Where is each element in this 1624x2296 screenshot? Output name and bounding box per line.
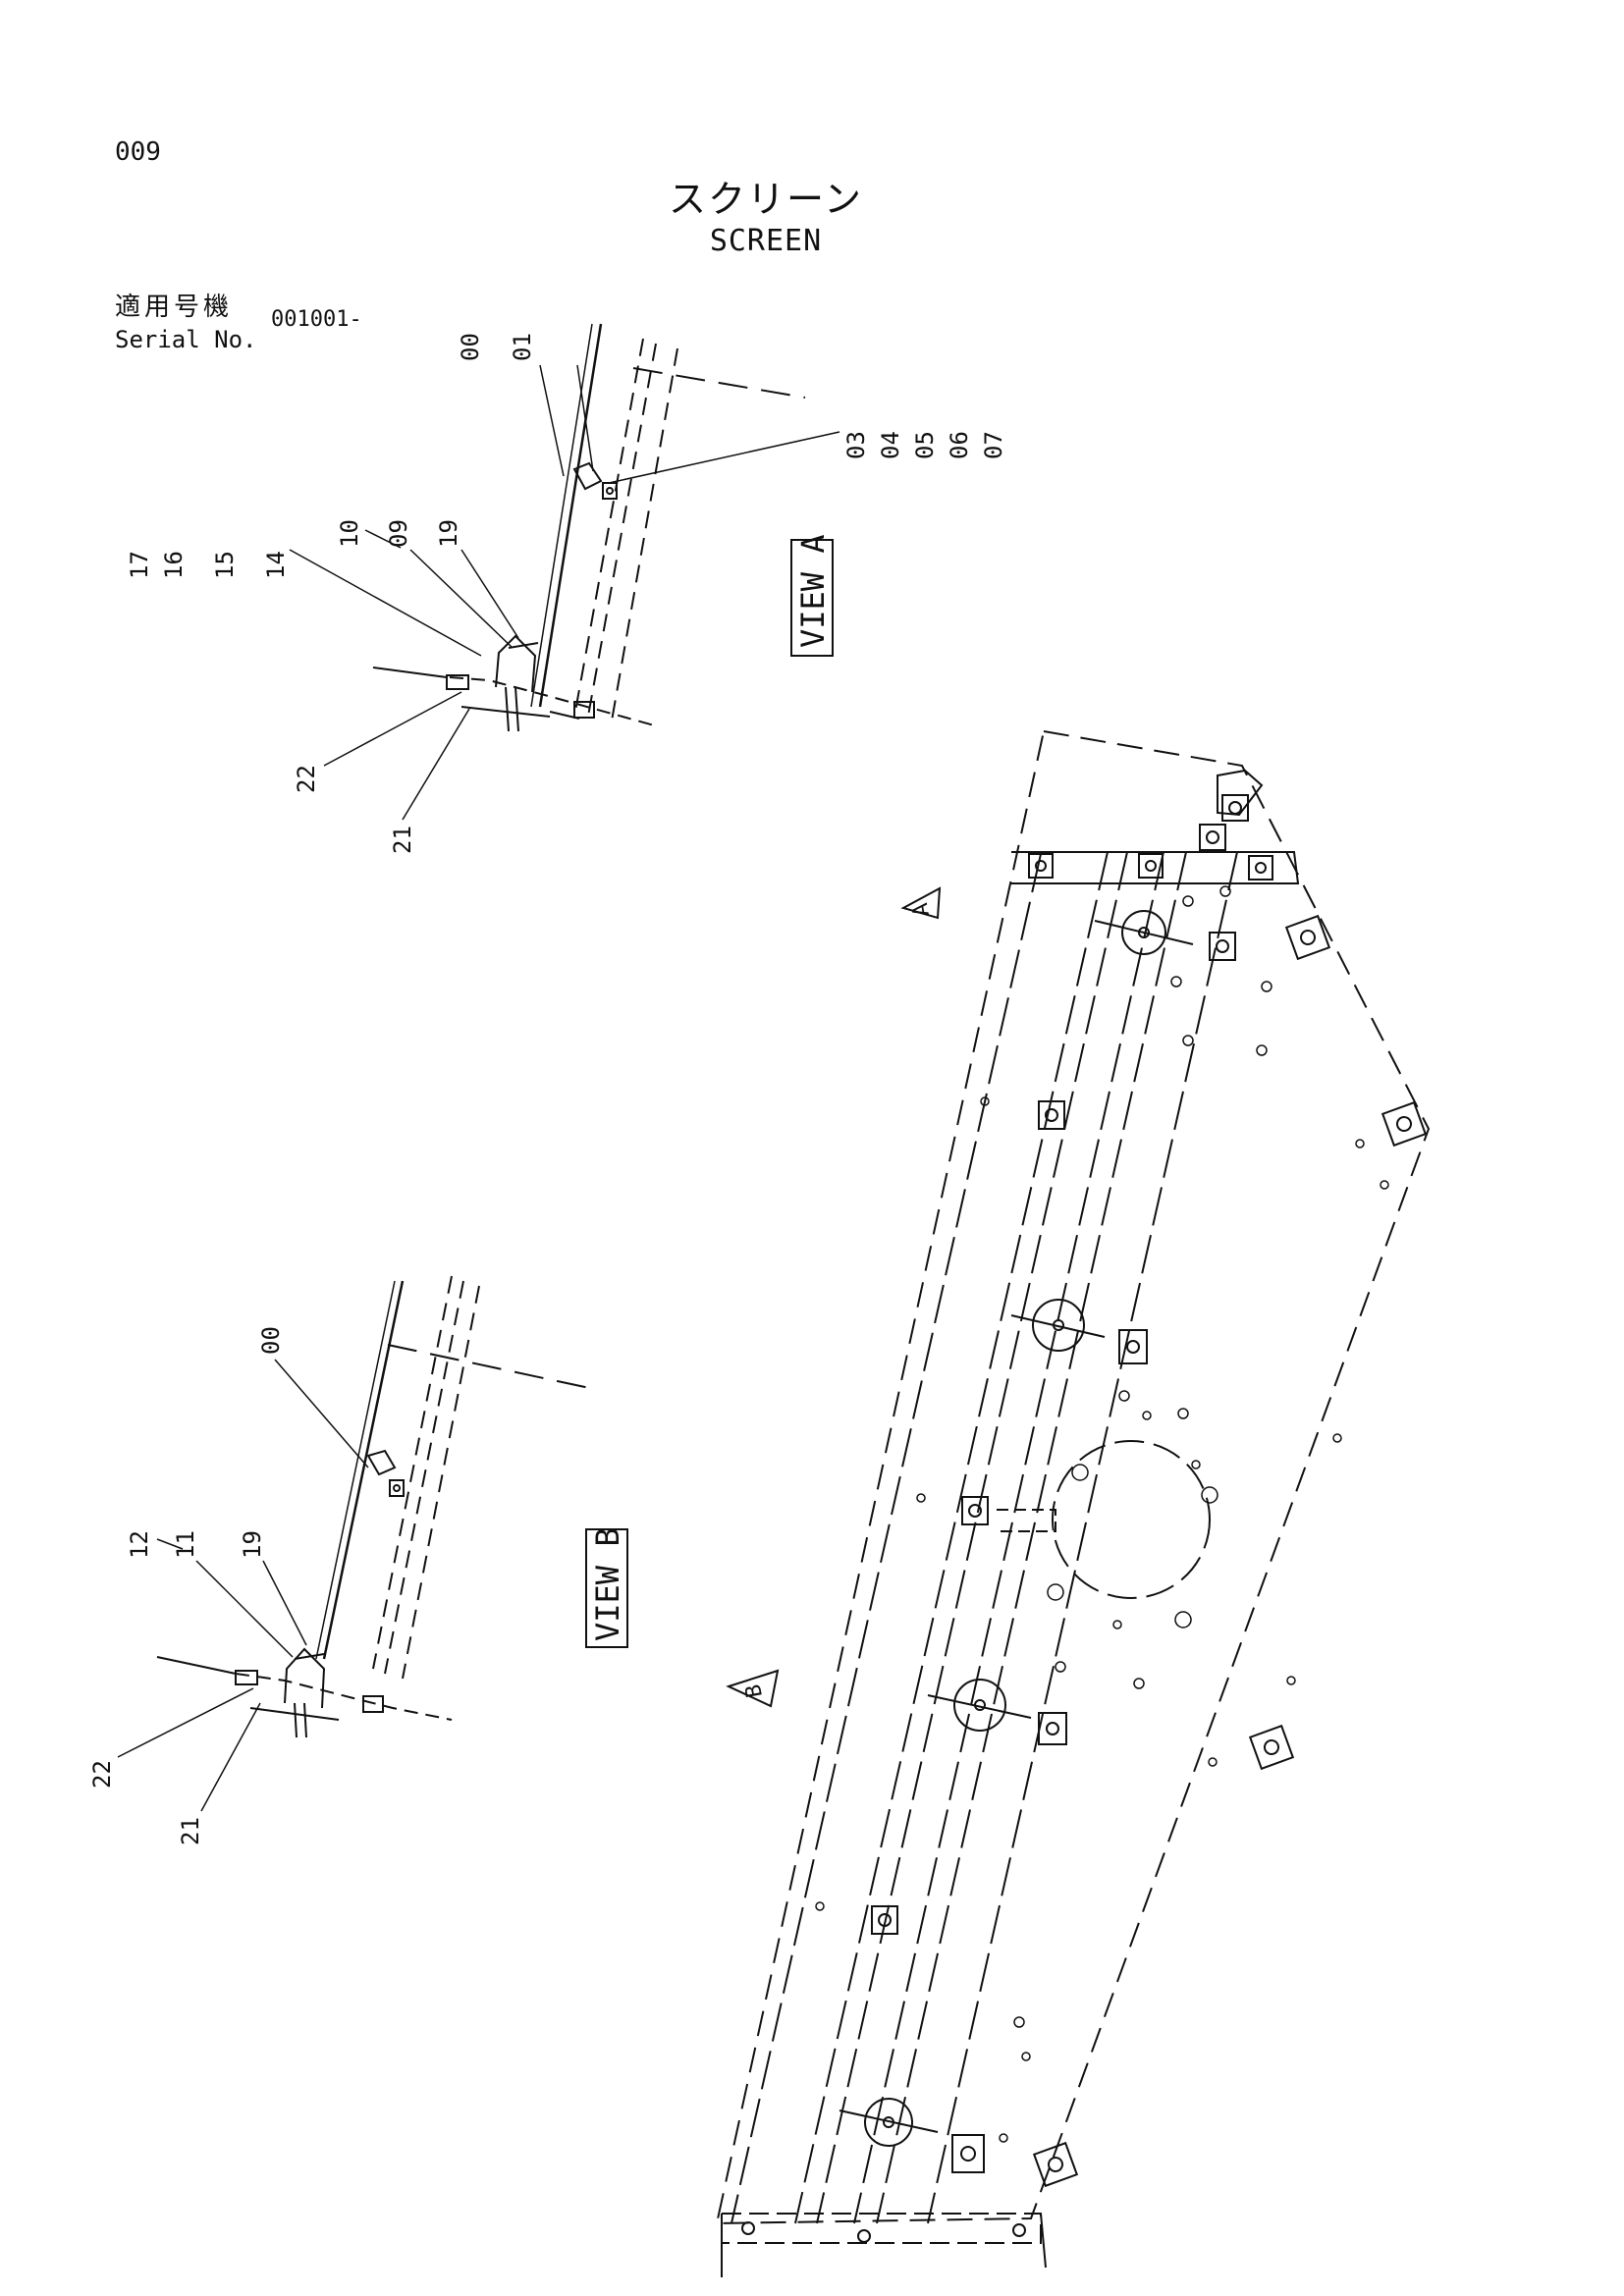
mount-bracket bbox=[1380, 1100, 1428, 1148]
view-b-direction-arrow: B bbox=[726, 1669, 780, 1708]
view-a-detail bbox=[372, 323, 806, 732]
callout-label: 00 bbox=[457, 333, 484, 361]
callout-label: 07 bbox=[980, 431, 1007, 459]
mount-bracket bbox=[871, 1905, 898, 1935]
svg-text:VIEW B: VIEW B bbox=[589, 1527, 626, 1641]
mount-bracket bbox=[857, 2229, 871, 2243]
callout-label: 01 bbox=[509, 333, 536, 361]
mount-bracket bbox=[1032, 2141, 1079, 2188]
callout-label: 15 bbox=[211, 551, 239, 579]
callout-label: 22 bbox=[88, 1760, 116, 1789]
mount-bracket bbox=[1284, 914, 1331, 961]
callout-label: 09 bbox=[385, 519, 412, 548]
callout-label: 16 bbox=[160, 551, 188, 579]
mount-bracket bbox=[1028, 853, 1054, 879]
callout-label: 11 bbox=[172, 1530, 199, 1559]
callout-label: 22 bbox=[293, 765, 320, 793]
callout-label: 21 bbox=[177, 1817, 204, 1845]
serial-label-japanese: 適用号機 bbox=[115, 293, 234, 322]
view-b-detail bbox=[156, 1275, 595, 1738]
callout-label: 06 bbox=[946, 431, 973, 459]
view-a-callouts: 00 01 03 04 05 06 07 10 09 19 17 16 15 1… bbox=[126, 333, 1007, 854]
svg-text:VIEW A: VIEW A bbox=[794, 534, 832, 648]
svg-text:B: B bbox=[741, 1682, 768, 1699]
screen-mount-brackets bbox=[741, 794, 1428, 2243]
callout-label: 12 bbox=[126, 1530, 153, 1559]
mount-bracket bbox=[1012, 2223, 1026, 2237]
mount-bracket bbox=[1038, 1712, 1067, 1745]
spring-hook bbox=[1010, 1299, 1106, 1352]
view-a-leader-lines bbox=[289, 364, 840, 821]
page-title-english: SCREEN bbox=[709, 224, 823, 258]
callout-label: 21 bbox=[389, 826, 416, 854]
screen-plate-outline bbox=[715, 729, 1431, 2277]
callout-label: 19 bbox=[435, 519, 462, 548]
callout-label: 17 bbox=[126, 551, 153, 579]
mount-bracket bbox=[1209, 932, 1236, 961]
callout-label: 03 bbox=[842, 431, 870, 459]
mount-bracket bbox=[741, 2221, 755, 2235]
view-a-label: VIEW A bbox=[790, 534, 834, 657]
callout-label: 19 bbox=[239, 1530, 266, 1559]
serial-number-range: 001001- bbox=[271, 307, 362, 332]
view-a-direction-arrow: A bbox=[900, 886, 942, 920]
serial-label-english: Serial No. bbox=[115, 326, 257, 353]
spring-hook bbox=[839, 2098, 939, 2147]
spring-hook bbox=[927, 1679, 1032, 1732]
mount-bracket bbox=[961, 1496, 989, 1525]
mount-bracket bbox=[951, 2134, 985, 2173]
mount-bracket bbox=[1038, 1100, 1065, 1130]
mount-bracket bbox=[1221, 794, 1249, 822]
svg-text:A: A bbox=[908, 901, 935, 918]
view-b-leader-lines bbox=[117, 1359, 369, 1812]
mount-bracket bbox=[1118, 1329, 1148, 1364]
spring-hook bbox=[1094, 910, 1194, 955]
screen-holes bbox=[815, 885, 1389, 2143]
view-b-callouts: 00 12 11 19 22 21 bbox=[88, 1326, 285, 1845]
spring-hooks bbox=[839, 910, 1194, 2147]
mount-bracket bbox=[1199, 824, 1226, 851]
callout-label: 04 bbox=[877, 431, 904, 459]
callout-label: 05 bbox=[911, 431, 939, 459]
mount-bracket bbox=[1248, 855, 1273, 881]
mount-bracket bbox=[1138, 853, 1164, 879]
view-b-label: VIEW B bbox=[585, 1527, 628, 1648]
page-number: 009 bbox=[115, 137, 161, 167]
callout-label: 10 bbox=[336, 519, 363, 548]
mount-bracket bbox=[1248, 1724, 1295, 1771]
callout-label: 00 bbox=[257, 1326, 285, 1355]
page-title-japanese: スクリーン bbox=[668, 178, 864, 221]
callout-label: 14 bbox=[262, 551, 290, 579]
